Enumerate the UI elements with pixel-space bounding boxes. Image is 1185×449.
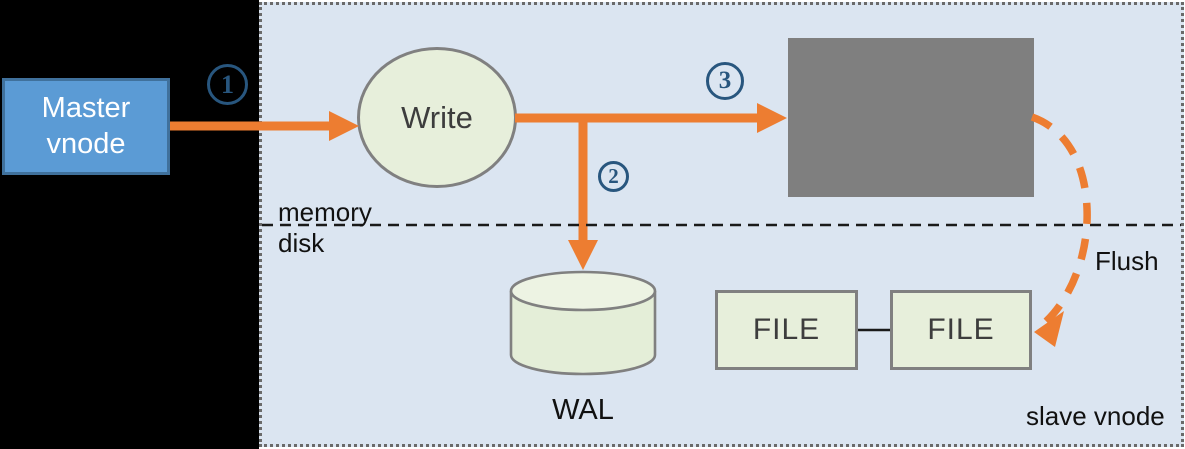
wal-cylinder-top	[509, 270, 657, 312]
memory-label: memory	[278, 197, 372, 227]
master-vnode-box: Master vnode	[2, 78, 170, 175]
wal-cylinder	[508, 268, 658, 380]
step-badge-1: 1	[207, 64, 248, 105]
memtable-grid	[788, 38, 1034, 197]
wal-cylinder-body	[509, 291, 657, 376]
step-1-number: 1	[221, 69, 234, 99]
write-node: Write	[357, 47, 517, 188]
wal-label: WAL	[552, 394, 614, 426]
file-box-2: FILE	[890, 290, 1032, 370]
step-badge-3: 3	[706, 62, 744, 100]
write-label: Write	[401, 99, 473, 135]
step-badge-2: 2	[598, 161, 629, 192]
step-3-number: 3	[718, 67, 732, 94]
disk-label: disk	[278, 228, 325, 258]
file-2-label: FILE	[927, 313, 995, 346]
wal-cylinder-shape	[509, 270, 657, 376]
master-vnode-label: Master vnode	[41, 92, 131, 160]
file-box-1: FILE	[715, 290, 858, 370]
flush-label: Flush	[1095, 246, 1159, 276]
step-2-number: 2	[608, 164, 619, 188]
file-1-label: FILE	[752, 313, 821, 346]
slave-vnode-label: slave vnode	[1026, 401, 1165, 431]
